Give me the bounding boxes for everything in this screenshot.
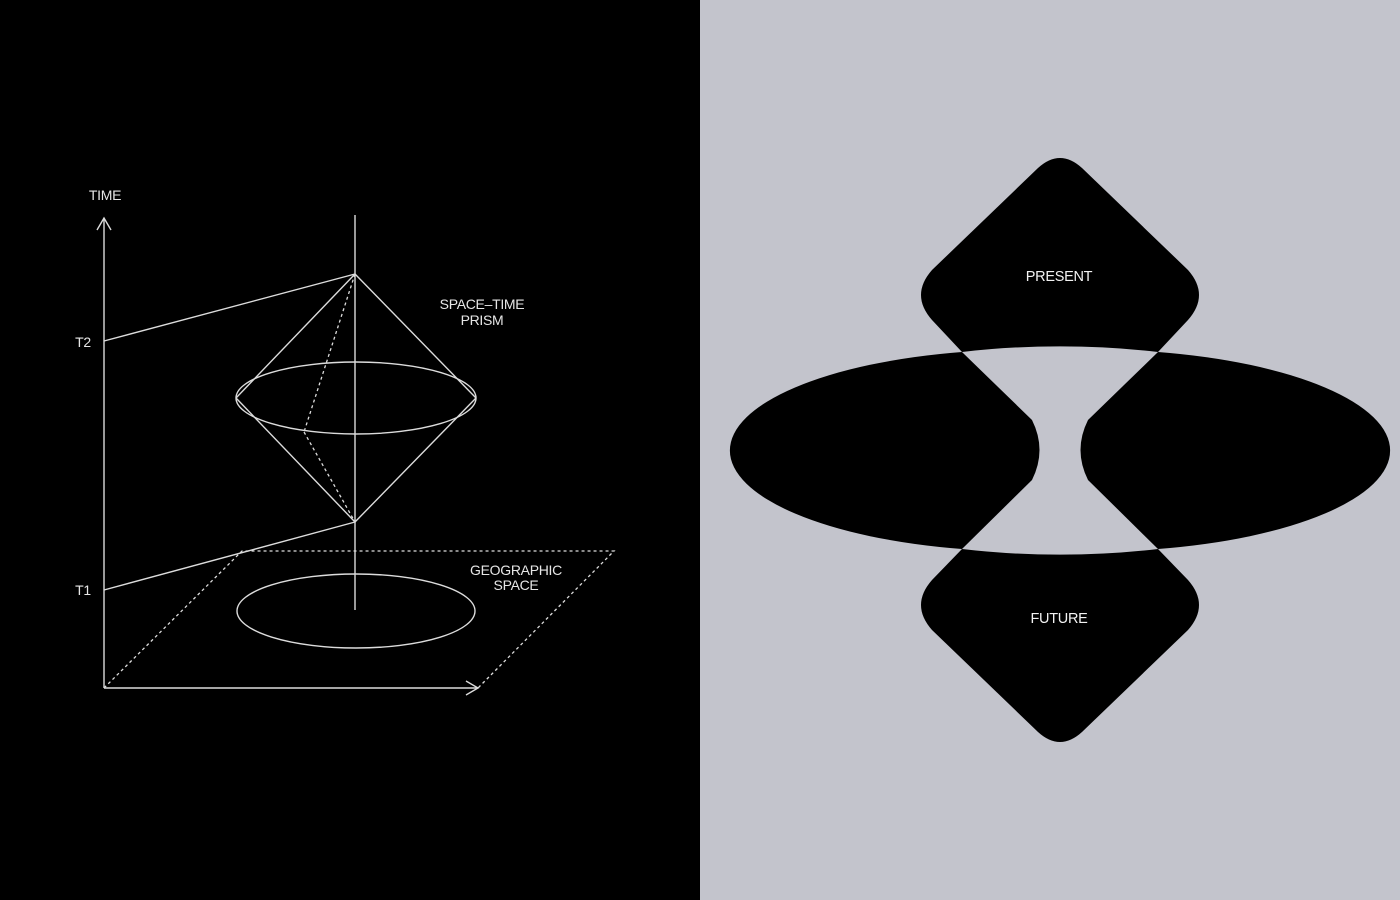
t1-label: T1 — [75, 582, 91, 598]
geographic-footprint-ellipse — [236, 573, 476, 649]
t2-projection-line — [103, 273, 356, 342]
t1-projection-line — [103, 521, 356, 591]
future-diamond — [921, 549, 1199, 742]
present-future-graphic: PRESENT FUTURE — [700, 0, 1400, 900]
present-diamond — [921, 158, 1199, 352]
space-axis-arrowhead — [465, 680, 480, 696]
present-label: PRESENT — [1026, 269, 1093, 285]
prism-label-line2: PRISM — [461, 312, 504, 328]
t2-label: T2 — [75, 334, 91, 350]
geographic-space-plane — [103, 550, 616, 689]
ellipse-right-lobe — [1080, 352, 1391, 549]
prism-hidden-edge — [303, 273, 356, 433]
prism-hidden-edge — [303, 431, 356, 523]
time-axis-label: TIME — [89, 187, 121, 203]
prism-label-line1: SPACE–TIME — [440, 296, 525, 312]
time-axis-arrowhead — [96, 216, 112, 231]
ellipse-left-lobe — [729, 352, 1040, 549]
space-time-diagram: TIME T2 T1 SPACE–TIME PRISM GEOGRAPHIC S… — [0, 0, 700, 900]
prism-edge — [235, 397, 356, 523]
prism-edge — [235, 273, 356, 399]
future-label: FUTURE — [1030, 611, 1088, 627]
prism-edge — [354, 397, 477, 523]
geographic-label-line2: SPACE — [494, 577, 539, 593]
geographic-label-line1: GEOGRAPHIC — [470, 562, 562, 578]
prism-edge — [354, 273, 477, 399]
left-panel-background — [0, 0, 700, 900]
